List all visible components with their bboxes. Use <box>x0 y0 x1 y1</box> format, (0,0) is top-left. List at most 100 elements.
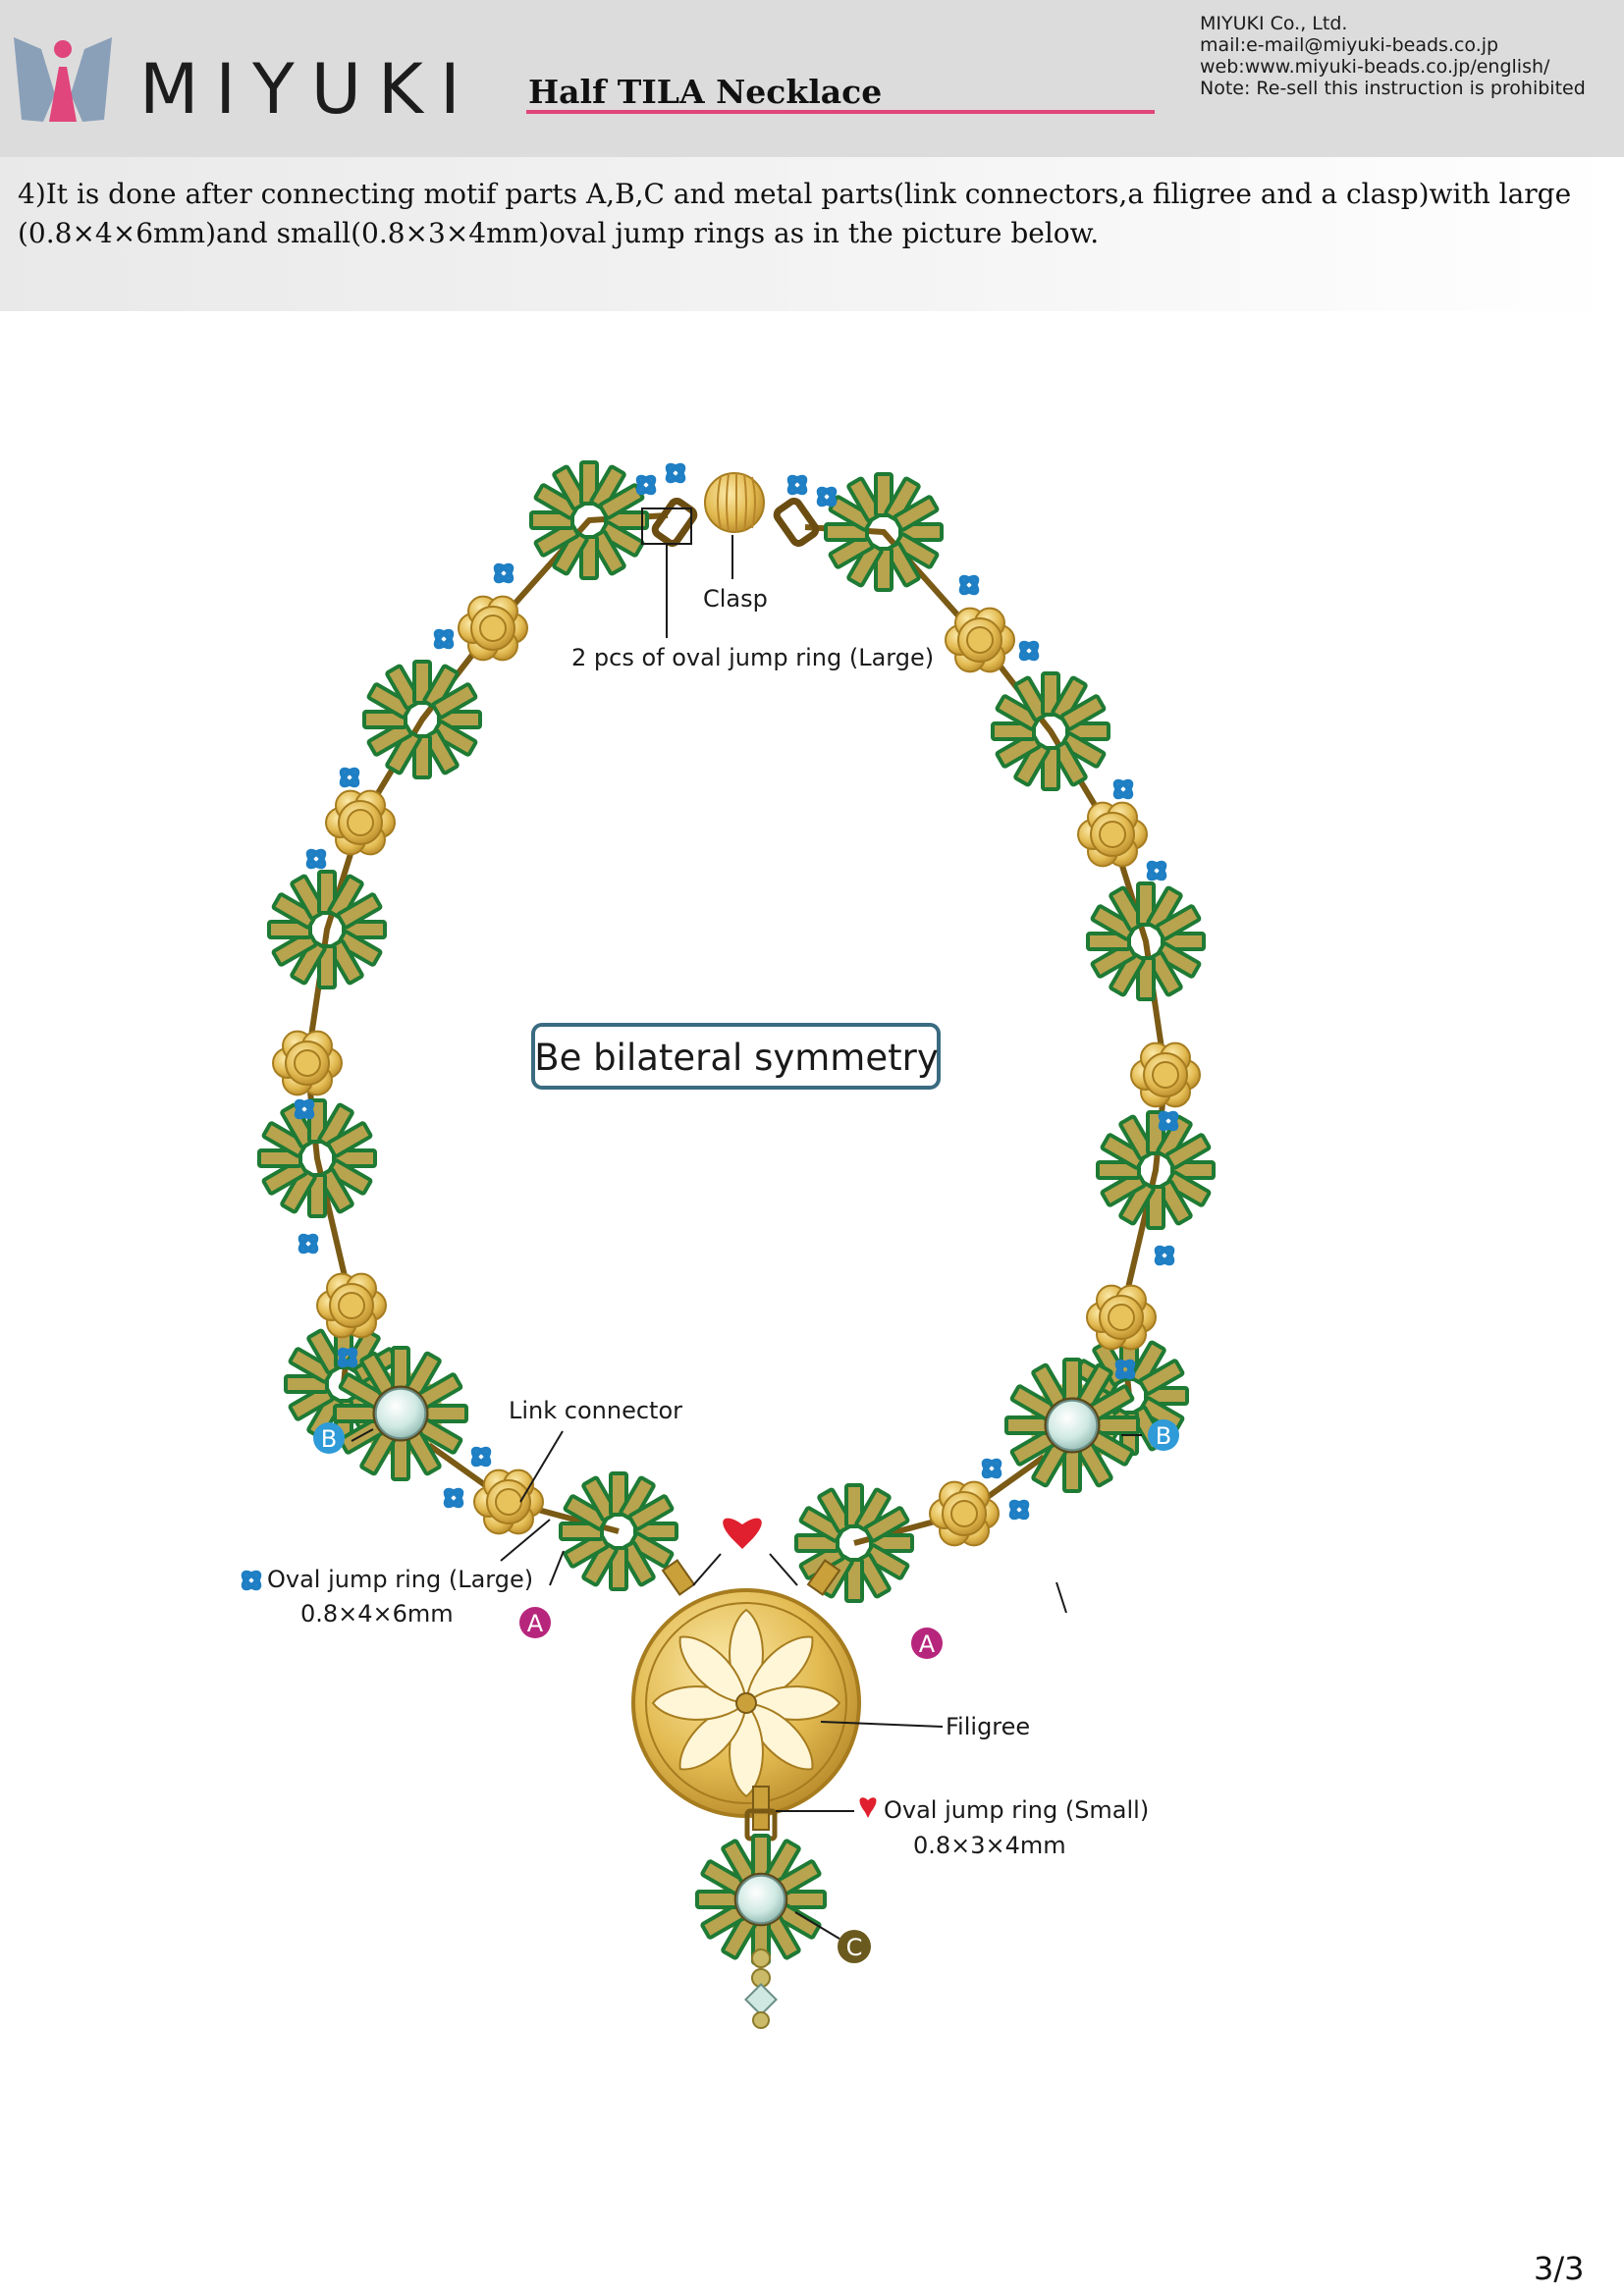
half-tila-bead <box>604 510 649 530</box>
crystal-stone <box>735 1874 786 1925</box>
half-tila-bead <box>271 930 318 967</box>
title-underline <box>526 110 1155 114</box>
motif-a-left-2 <box>267 870 387 989</box>
half-tila-bead <box>412 660 432 705</box>
oval-jump-ring-large-icon <box>817 487 838 507</box>
filigree-icon <box>631 1559 861 1842</box>
half-tila-bead <box>290 874 327 921</box>
half-tila-bead <box>1164 1133 1212 1170</box>
page-header: MIYUKI Half TILA Necklace MIYUKI Co., Lt… <box>0 0 1624 157</box>
document-title: Half TILA Necklace <box>528 73 883 111</box>
oval-jump-ring-large-icon <box>1155 1246 1175 1266</box>
half-tila-bead <box>317 944 337 989</box>
drop-bead <box>744 1983 778 2016</box>
half-tila-bead <box>1090 904 1137 941</box>
clasp-rings-label: 2 pcs of oval jump ring (Large) <box>571 644 934 671</box>
half-tila-bead <box>529 510 574 530</box>
seed-bead <box>752 2011 770 2029</box>
company-info: MIYUKI Co., Ltd. mail:e-mail@miyuki-bead… <box>1200 13 1586 99</box>
half-tila-bead <box>563 1494 610 1531</box>
filigree-label: Filigree <box>946 1713 1030 1740</box>
half-tila-bead <box>552 529 589 576</box>
oval-jump-ring-large-icon <box>636 475 657 496</box>
half-tila-bead <box>336 930 383 967</box>
link-connector-right-0 <box>945 607 1015 673</box>
half-tila-bead <box>609 1471 628 1517</box>
marker-a-left: A <box>519 1607 551 1638</box>
half-tila-bead <box>385 728 422 775</box>
half-tila-bead <box>307 1173 327 1218</box>
half-tila-bead <box>1095 1415 1140 1435</box>
half-tila-bead <box>824 522 869 542</box>
miyuki-logo-icon <box>14 37 112 122</box>
motif-c-pendant <box>695 1834 827 2029</box>
half-tila-bead <box>552 464 589 511</box>
half-tila-bead <box>1059 731 1107 769</box>
half-tila-bead <box>627 1531 675 1569</box>
half-tila-bead <box>854 1552 892 1599</box>
company-web: web:www.miyuki-beads.co.jp/english/ <box>1200 56 1550 78</box>
half-tila-bead <box>633 1522 678 1541</box>
half-tila-bead <box>1118 1114 1156 1161</box>
half-tila-bead <box>422 664 460 711</box>
half-tila-bead <box>1161 932 1206 951</box>
half-tila-bead <box>828 532 875 569</box>
half-tila-bead <box>336 892 383 930</box>
svg-text:B: B <box>1156 1422 1171 1450</box>
half-tila-bead <box>798 1506 845 1543</box>
half-tila-bead <box>846 476 884 523</box>
svg-text:A: A <box>919 1630 936 1658</box>
half-tila-bead <box>385 664 422 711</box>
half-tila-bead <box>1109 885 1146 933</box>
half-tila-bead <box>844 1483 864 1528</box>
half-tila-bead <box>326 1121 373 1158</box>
half-tila-bead <box>1146 950 1183 997</box>
link-dome <box>1152 1061 1179 1089</box>
symmetry-callout: Be bilateral symmetry <box>531 1023 941 1090</box>
link-dome <box>1099 821 1126 848</box>
oval-jump-ring-large-icon <box>298 1234 319 1255</box>
svg-text:A: A <box>527 1610 544 1637</box>
motif-a-right-2 <box>1086 881 1206 1001</box>
half-tila-bead <box>1136 956 1156 1001</box>
half-tila-bead <box>280 1167 317 1214</box>
half-tila-bead <box>884 541 921 588</box>
half-tila-bead <box>863 1543 910 1580</box>
link-dome <box>950 1500 978 1527</box>
oval-jump-ring-large-icon <box>1147 861 1167 881</box>
half-tila-bead <box>1051 740 1088 787</box>
motif-b-right <box>1004 1358 1140 1493</box>
crystal-stone <box>374 1387 427 1440</box>
half-tila-bead <box>1062 1358 1082 1403</box>
marker-c: C <box>838 1930 871 1963</box>
half-tila-bead <box>391 1436 410 1481</box>
half-tila-bead <box>619 1475 656 1522</box>
half-tila-bead <box>317 1102 354 1149</box>
half-tila-bead <box>863 1506 910 1543</box>
half-tila-bead <box>342 920 387 939</box>
half-tila-bead <box>1065 721 1110 741</box>
half-tila-bead <box>288 1347 335 1384</box>
half-tila-bead <box>598 520 645 558</box>
half-tila-bead <box>290 938 327 986</box>
company-name: MIYUKI Co., Ltd. <box>1200 13 1348 34</box>
half-tila-bead <box>1041 746 1060 791</box>
motif-a-right-0 <box>824 472 944 592</box>
half-tila-bead <box>1100 1133 1147 1170</box>
half-tila-bead <box>844 1558 864 1603</box>
half-tila-bead <box>579 460 599 506</box>
motif-a-rings <box>257 460 1216 1603</box>
oval-large-legend-icon <box>242 1571 262 1591</box>
svg-text:B: B <box>321 1425 337 1453</box>
half-tila-bead <box>1004 1415 1050 1435</box>
motif-b-left <box>333 1346 468 1481</box>
brand-name: MIYUKI <box>139 49 477 130</box>
svg-text:C: C <box>846 1934 863 1961</box>
half-tila-bead <box>533 520 580 558</box>
half-tila-bead <box>1155 941 1202 979</box>
half-tila-bead <box>869 1533 914 1553</box>
half-tila-bead <box>854 1487 892 1534</box>
oval-jump-ring-large-icon <box>1019 641 1040 662</box>
half-tila-bead <box>1146 885 1183 933</box>
clasp-icon <box>651 472 820 547</box>
